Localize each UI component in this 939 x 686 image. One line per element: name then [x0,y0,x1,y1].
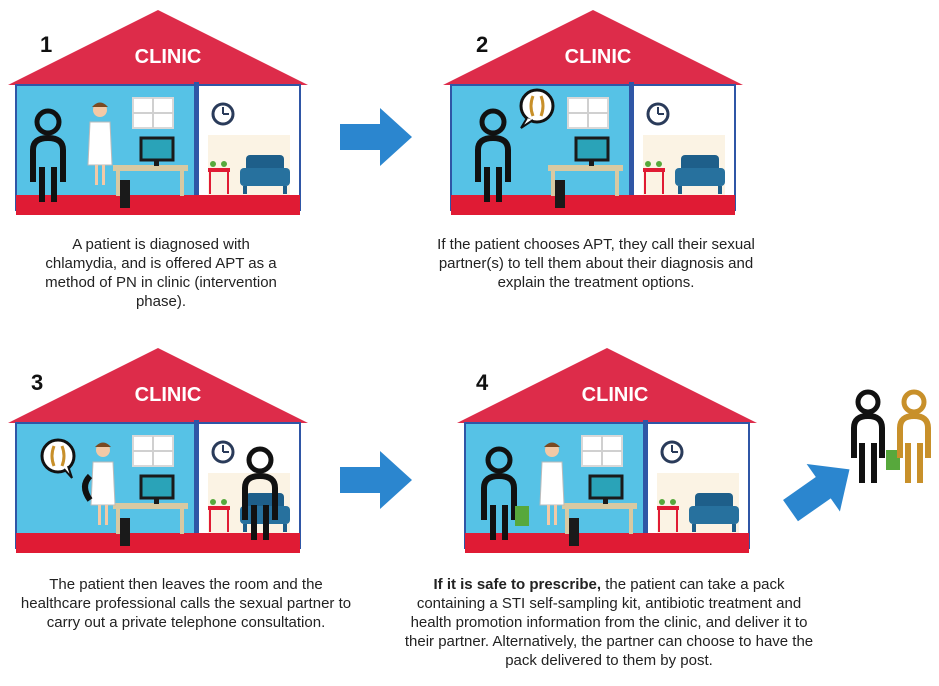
arrow-right-icon [340,108,412,166]
phone-icon [82,473,93,502]
clinic-house-illustration [443,10,743,216]
arrow-up-right-icon [783,463,850,522]
step-number: 4 [476,370,489,395]
pack-icon [515,506,529,526]
clinic-sign: CLINIC [134,384,202,406]
panel-2: 2 CLINIC [443,10,743,230]
caption-body: the patient can take a pack containing a… [404,576,814,669]
panel-4: 4 CLINIC [457,348,757,568]
step-number: 1 [40,32,53,57]
clinic-house-illustration [8,348,308,554]
step-number: 3 [31,370,44,395]
panel-2-caption: If the patient chooses APT, they call th… [437,236,755,291]
person-icon [851,389,885,483]
clinic-sign: CLINIC [134,46,202,68]
step-number: 2 [476,32,489,57]
panel-1-caption: A patient is diagnosed with chlamydia, a… [45,236,277,310]
arrow-right-icon [340,451,412,509]
partner-person-icon [897,389,931,483]
panel-1: 1 CLINIC [8,10,308,230]
pack-icon [886,450,900,470]
panel-3-caption: The patient then leaves the room and the… [20,576,352,631]
phone-icon [529,95,545,117]
clinic-sign: CLINIC [581,384,649,406]
clinic-house-illustration [457,348,757,554]
panel-3: 3 CLINIC [8,348,308,568]
clinic-sign: CLINIC [564,46,632,68]
partners-illustration [851,389,931,483]
caption-bold-lead: If it is safe to prescribe, [433,576,602,593]
panel-4-caption: If it is safe to prescribe, the patient … [404,575,814,670]
clinic-house-illustration [8,10,308,216]
